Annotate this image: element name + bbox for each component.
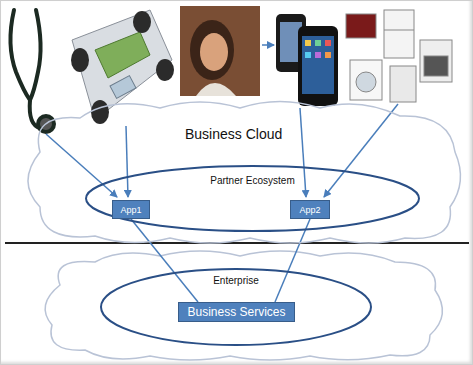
enterprise-cloud bbox=[45, 251, 442, 360]
region-label: Business Cloud bbox=[185, 126, 282, 142]
box-label: Business Services bbox=[187, 305, 285, 319]
appliance-icons bbox=[346, 10, 452, 102]
app-box: App2 bbox=[290, 200, 330, 219]
stethoscope-icon bbox=[10, 10, 54, 132]
cloud-region: Business CloudPartner EcosystemApp1 App2 bbox=[10, 92, 468, 247]
enterprise-ellipse: EnterpriseBusiness Services bbox=[100, 268, 372, 346]
cloud-outline bbox=[10, 92, 468, 247]
service-box: Business Services bbox=[178, 302, 295, 322]
person-photo bbox=[180, 6, 260, 96]
region-label: Enterprise bbox=[100, 275, 372, 286]
smartphone-icons bbox=[276, 14, 338, 106]
box-label: App2 bbox=[299, 205, 320, 215]
ecosystem-ellipse: Partner EcosystemApp1 App2 bbox=[85, 165, 420, 232]
box-label: App1 bbox=[120, 205, 141, 215]
divider-line bbox=[5, 242, 469, 244]
region-label: Partner Ecosystem bbox=[85, 175, 420, 186]
photo-arrow bbox=[262, 44, 274, 46]
app-box: App1 bbox=[112, 200, 150, 219]
connector-line bbox=[131, 219, 198, 302]
